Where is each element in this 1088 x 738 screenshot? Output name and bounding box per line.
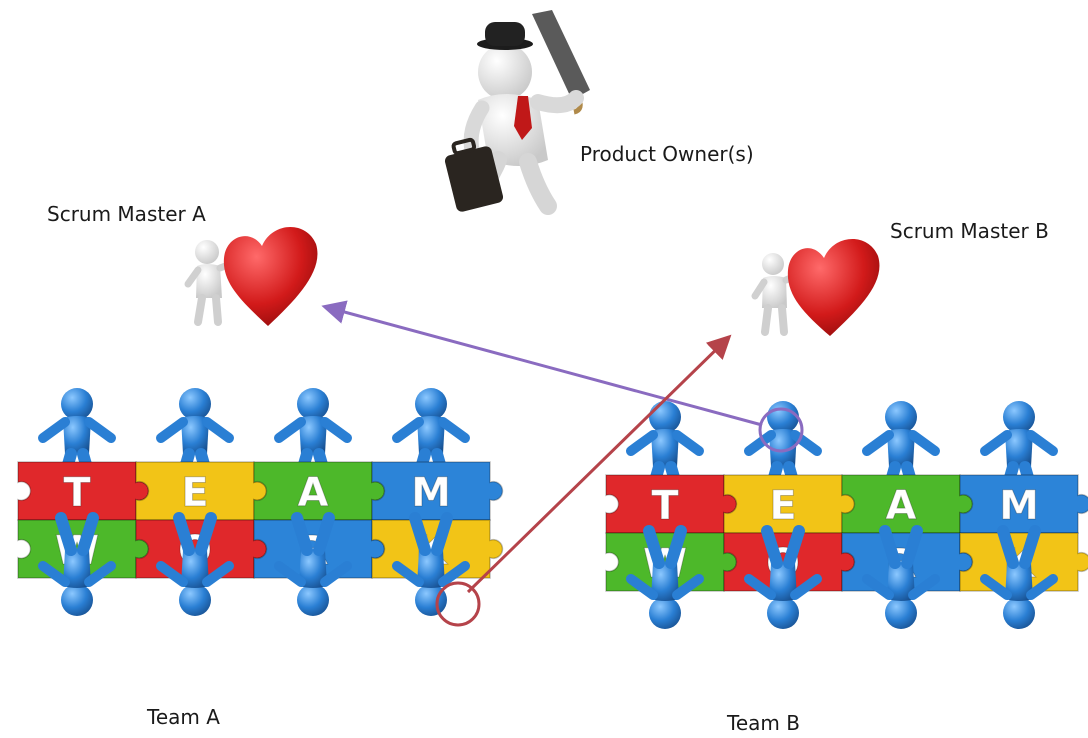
- team-figure-icon: [38, 388, 116, 474]
- team-a-label: Team A: [146, 705, 220, 729]
- arrow-team-a-to-scrum-master-b: [466, 334, 732, 594]
- team-b-label: Team B: [726, 711, 800, 735]
- puzzle-letter: A: [886, 483, 917, 529]
- team-figure-icon: [626, 525, 704, 629]
- team-figure-icon: [626, 401, 704, 487]
- puzzle-letter: E: [769, 483, 796, 529]
- scrum-master-a-label: Scrum Master A: [47, 202, 206, 226]
- team-a-group: TEAMWORK: [17, 388, 504, 616]
- team-figure-icon: [862, 401, 940, 487]
- team-figure-icon: [156, 512, 234, 616]
- scrum-master-a-figure: [184, 226, 318, 326]
- scrum-master-b-figure: [751, 238, 880, 336]
- highlight-circle-team-b-member: [758, 407, 804, 453]
- puzzle-piece-icon: T: [605, 474, 738, 534]
- team-figure-icon: [980, 401, 1058, 487]
- team-figure-icon: [156, 388, 234, 474]
- team-figure-icon: [274, 388, 352, 474]
- puzzle-piece-icon: A: [253, 461, 386, 521]
- puzzle-letter: E: [181, 470, 208, 516]
- team-figure-icon: [744, 401, 822, 487]
- highlight-circle-team-a-member: [435, 581, 481, 627]
- puzzle-letter: M: [999, 483, 1039, 529]
- team-b-group: TEAMWORK: [605, 401, 1088, 629]
- team-figure-icon: [744, 525, 822, 629]
- briefcase-icon: [444, 137, 504, 212]
- puzzle-piece-icon: E: [135, 461, 268, 521]
- puzzle-letter: A: [298, 470, 329, 516]
- puzzle-piece-icon: A: [841, 474, 974, 534]
- product-owner-figure: [444, 10, 590, 215]
- heart-icon: [223, 226, 318, 326]
- team-figure-icon: [274, 512, 352, 616]
- team-figure-icon: [980, 525, 1058, 629]
- team-figure-icon: [38, 512, 116, 616]
- product-owner-label: Product Owner(s): [580, 142, 754, 166]
- person-icon: [184, 240, 240, 326]
- puzzle-letter: T: [63, 470, 91, 516]
- puzzle-piece-icon: M: [371, 461, 504, 521]
- heart-icon: [787, 238, 880, 336]
- team-figure-icon: [392, 388, 470, 474]
- arrow-team-b-to-scrum-master-a: [321, 300, 763, 427]
- puzzle-letter: M: [411, 470, 451, 516]
- scrum-master-b-label: Scrum Master B: [890, 219, 1049, 243]
- team-figure-icon: [862, 525, 940, 629]
- puzzle-piece-icon: E: [723, 474, 856, 534]
- puzzle-piece-icon: T: [17, 461, 150, 521]
- puzzle-letter: T: [651, 483, 679, 529]
- puzzle-piece-icon: M: [959, 474, 1088, 534]
